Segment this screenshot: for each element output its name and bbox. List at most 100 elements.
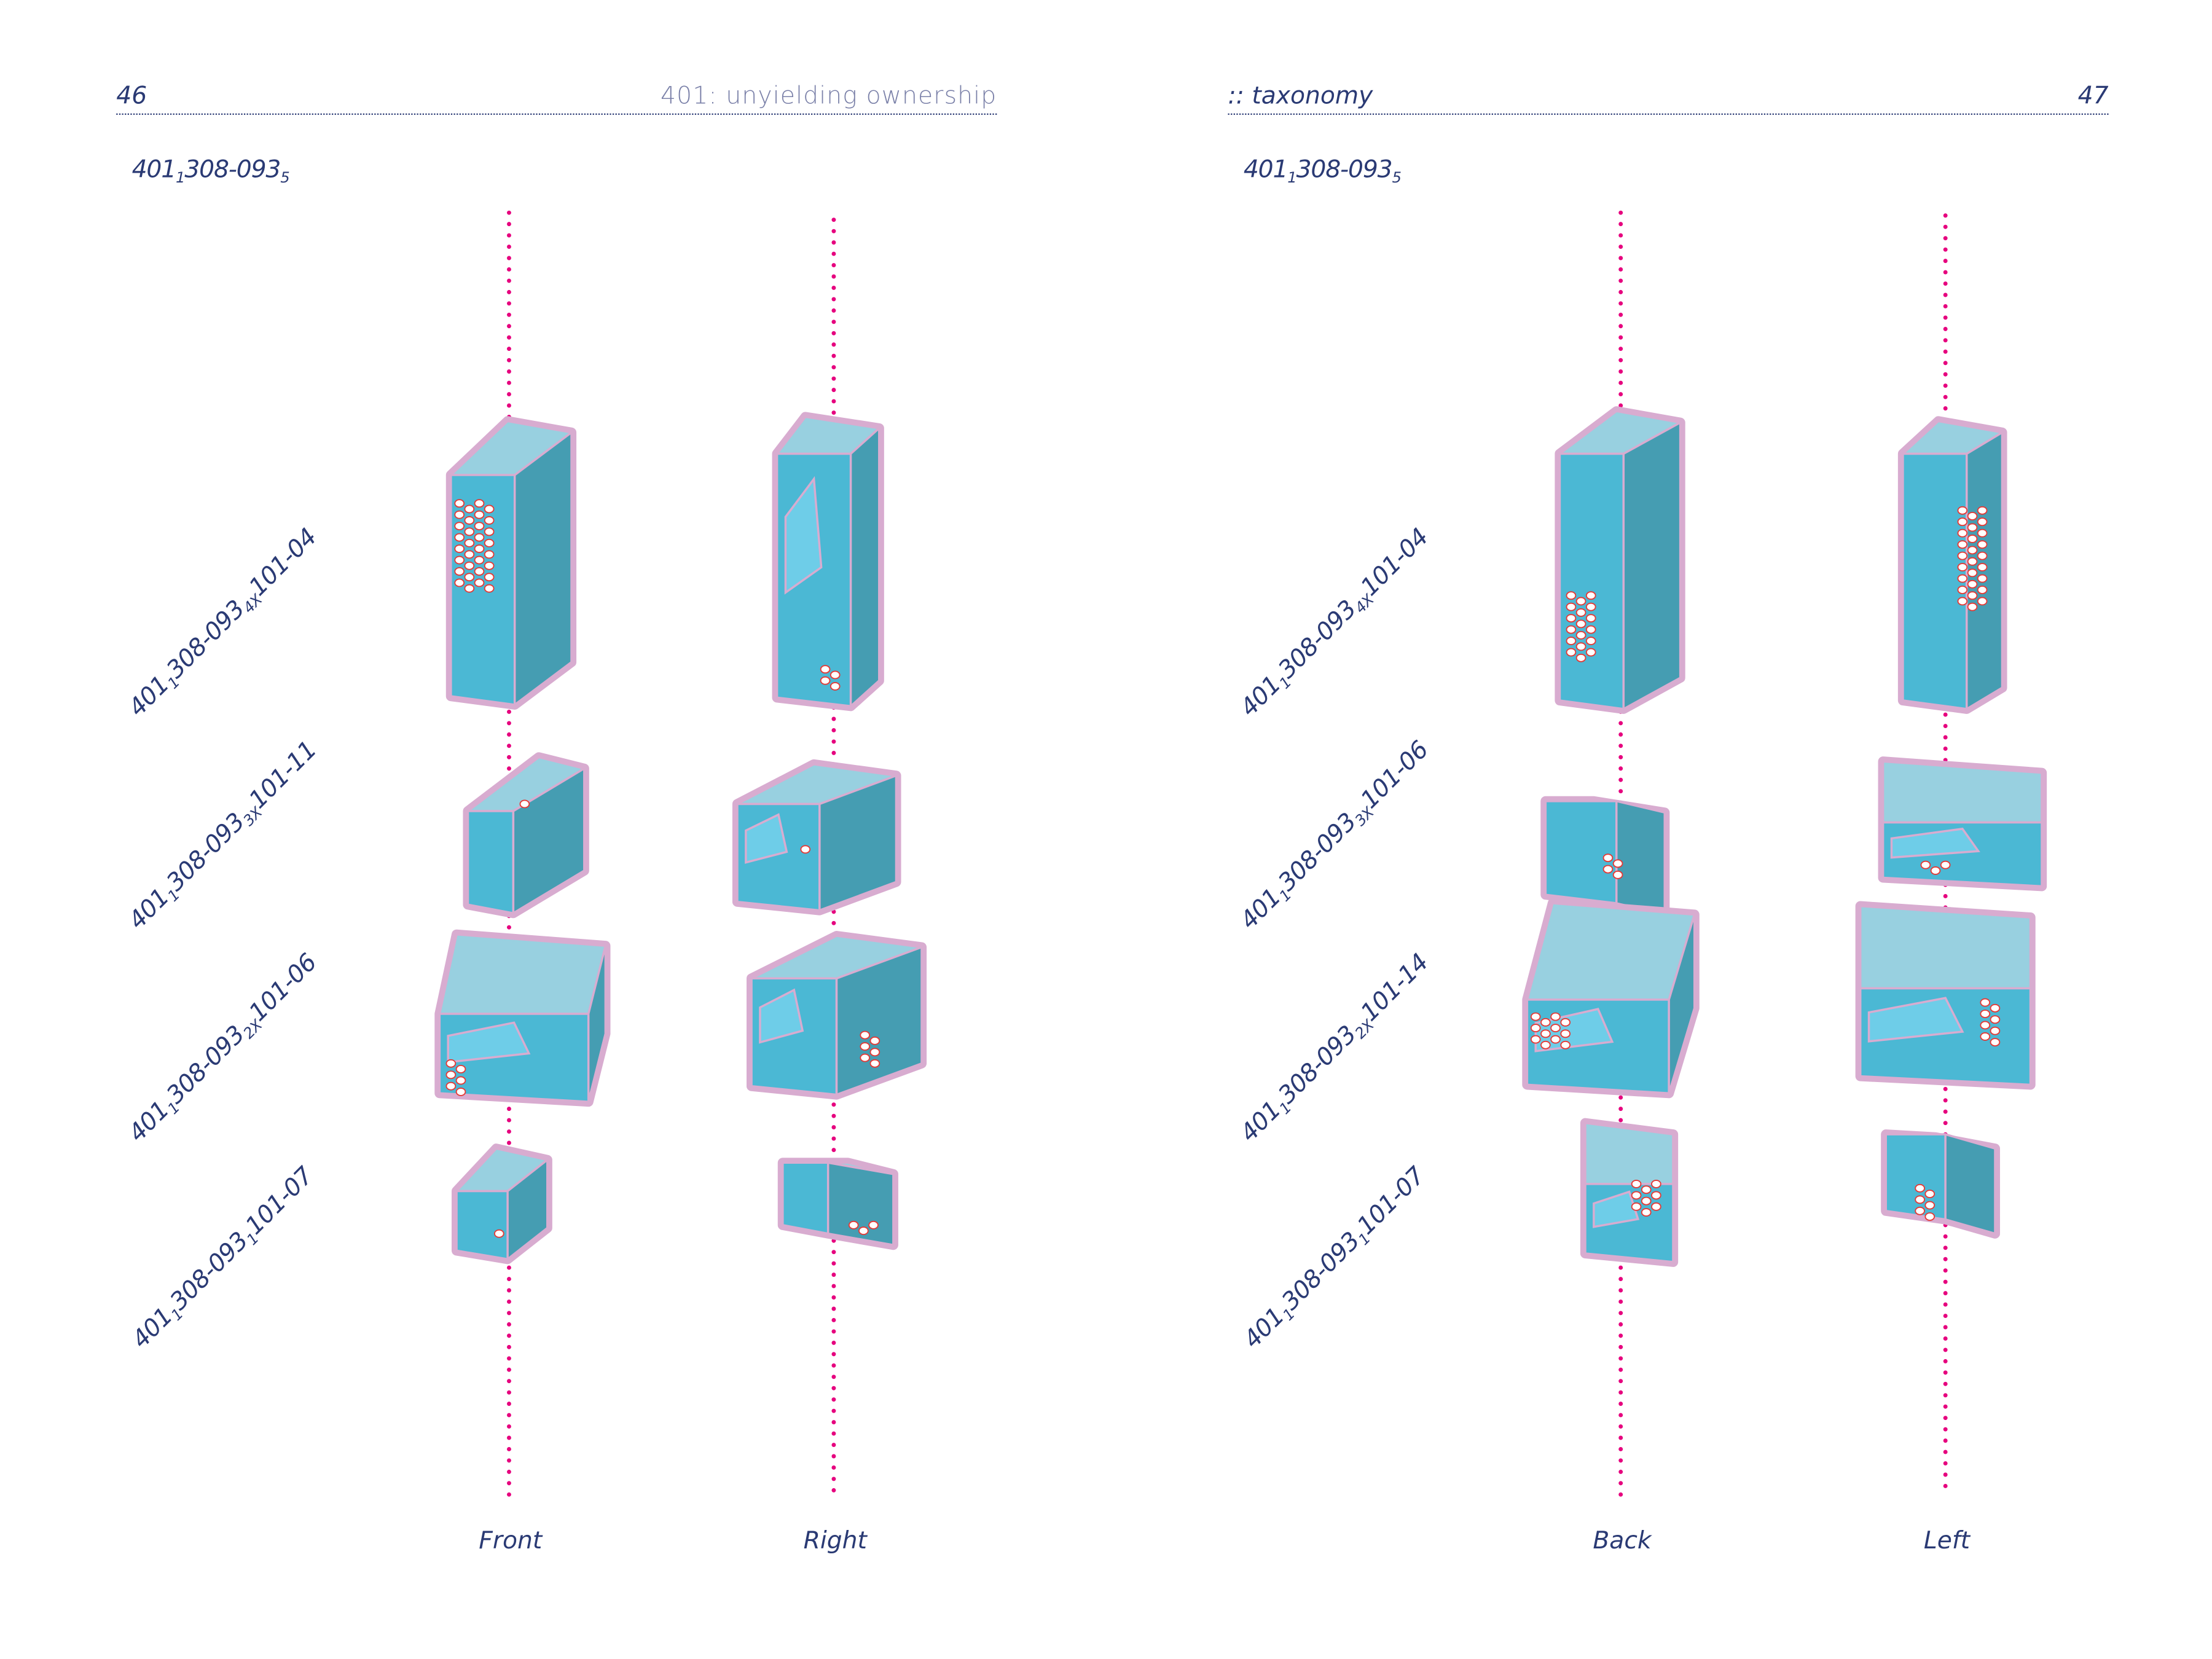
- perforation-hole: [820, 665, 831, 674]
- perforation-hole: [1631, 1180, 1642, 1188]
- perforation-hole: [1977, 517, 1988, 527]
- perforation-hole: [1566, 591, 1577, 600]
- perforation-hole: [820, 676, 831, 685]
- specimen-recess-face: [745, 813, 788, 864]
- perforation-hole: [1977, 528, 1988, 538]
- perforation-hole: [830, 682, 841, 691]
- specimen-recess-face: [1890, 827, 1980, 859]
- perforation-hole: [860, 1030, 871, 1040]
- perforation-hole: [1977, 563, 1988, 572]
- perforation-hole: [474, 567, 485, 576]
- perforation-hole: [1957, 551, 1968, 560]
- perforation-hole: [454, 555, 465, 565]
- perforation-hole: [1967, 523, 1978, 532]
- perforation-hole: [464, 561, 475, 570]
- perforation-hole: [1915, 1183, 1925, 1193]
- perforation-hole: [1977, 506, 1988, 515]
- perforation-hole: [1550, 1012, 1561, 1021]
- perforation-hole: [1957, 506, 1968, 515]
- header-rule-left: [116, 113, 997, 115]
- perforation-hole: [830, 670, 841, 680]
- perforation-hole: [1651, 1202, 1661, 1211]
- perforation-hole: [1977, 574, 1988, 583]
- perforation-hole: [464, 573, 475, 582]
- perforation-hole: [1612, 859, 1623, 868]
- perforation-hole: [1924, 1190, 1936, 1199]
- perforation-hole: [474, 510, 485, 519]
- perforation-hole: [1575, 630, 1586, 640]
- perforation-hole: [1585, 637, 1596, 646]
- view-label-right: Right: [803, 1527, 867, 1556]
- perforation-hole: [1566, 625, 1577, 634]
- perforation-hole: [1915, 1206, 1925, 1215]
- specimen-side-face: [835, 946, 923, 1097]
- code-sub: 5: [1392, 170, 1402, 187]
- specimen-top-face: [1859, 904, 2032, 990]
- perforation-hole: [484, 538, 495, 547]
- perforation-hole: [455, 1065, 466, 1073]
- perforation-hole: [1641, 1185, 1652, 1194]
- perforation-hole: [869, 1036, 880, 1045]
- perforation-hole: [484, 561, 495, 570]
- specimen-side-face: [1622, 420, 1682, 711]
- perforation-hole: [1585, 625, 1596, 634]
- perforation-hole: [484, 516, 495, 525]
- perforation-hole: [1566, 637, 1577, 646]
- specimen-side-face: [513, 430, 573, 707]
- perforation-hole: [484, 550, 495, 559]
- perforation-hole: [1990, 1015, 2001, 1024]
- perforation-hole: [1540, 1040, 1551, 1049]
- view-label-left: Left: [1923, 1527, 1971, 1556]
- perforation-hole: [1602, 853, 1614, 863]
- perforation-hole: [1915, 1195, 1925, 1204]
- specimen-code-left: 4011308-0935: [131, 155, 290, 187]
- perforation-hole: [1967, 602, 1978, 611]
- perforation-hole: [474, 544, 485, 554]
- perforation-hole: [494, 1229, 504, 1238]
- perforation-hole: [1631, 1191, 1642, 1200]
- perforation-hole: [1924, 1201, 1936, 1210]
- specimen-recess-face: [1593, 1190, 1640, 1228]
- view-label-front: Front: [479, 1527, 543, 1556]
- perforation-hole: [1530, 1024, 1541, 1033]
- perforation-hole: [454, 499, 465, 508]
- perforation-hole: [454, 533, 465, 542]
- specimen-front-face: [450, 474, 516, 706]
- specimen-top-face: [1881, 760, 2043, 824]
- perforation-hole: [1530, 1035, 1541, 1044]
- code-part: 401: [1243, 155, 1288, 185]
- specimen-front-face: [1902, 452, 1968, 710]
- perforation-hole: [1967, 535, 1978, 543]
- perforation-hole: [445, 1070, 457, 1080]
- code-part: 401: [131, 155, 177, 185]
- code-sub: 1: [176, 170, 186, 187]
- perforation-hole: [1920, 860, 1931, 869]
- perforation-hole: [1641, 1196, 1652, 1206]
- perforation-hole: [1602, 865, 1614, 874]
- perforation-hole: [1977, 540, 1988, 549]
- perforation-hole: [1566, 602, 1577, 611]
- perforation-hole: [1575, 608, 1586, 617]
- perforation-hole: [1540, 1018, 1551, 1027]
- specimen-side-face: [1668, 914, 1696, 1094]
- specimen-recess-face: [1867, 997, 1964, 1043]
- perforation-hole: [1957, 563, 1968, 572]
- perforation-hole: [519, 799, 530, 809]
- specimen-side-face: [587, 945, 607, 1102]
- perforation-hole: [464, 538, 475, 547]
- perforation-hole: [474, 533, 485, 542]
- perforation-hole: [1540, 1029, 1551, 1038]
- specimen-side-face: [506, 1158, 549, 1261]
- perforation-hole: [1585, 602, 1596, 611]
- perforation-hole: [1980, 1010, 1991, 1018]
- specimen-top-face: [1584, 1121, 1674, 1185]
- perforation-hole: [1990, 1003, 2001, 1013]
- perforation-hole: [454, 578, 465, 587]
- perforation-hole: [1924, 1212, 1936, 1221]
- perforation-hole: [1651, 1191, 1661, 1200]
- perforation-hole: [1957, 540, 1968, 549]
- perforation-hole: [1940, 860, 1951, 869]
- perforation-hole: [1967, 568, 1978, 578]
- perforation-hole: [484, 504, 495, 514]
